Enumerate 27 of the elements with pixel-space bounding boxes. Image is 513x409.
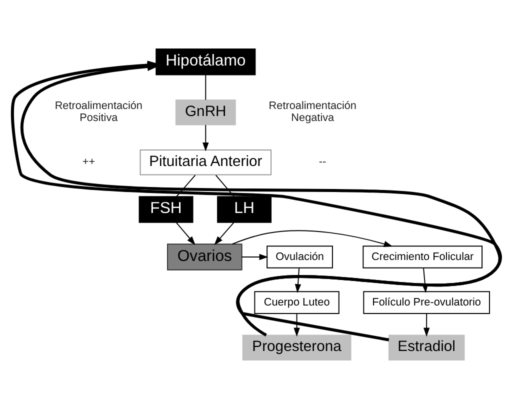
node-box: Ovulación bbox=[266, 246, 333, 268]
label: Retroalimentación Negativa bbox=[268, 100, 356, 124]
arrow bbox=[294, 268, 302, 294]
node-box: LH bbox=[217, 196, 272, 223]
node-box: Hipotálamo bbox=[156, 48, 256, 76]
connector bbox=[176, 174, 196, 198]
arrow bbox=[294, 313, 300, 337]
node-box: Ovarios bbox=[167, 244, 242, 270]
arrow bbox=[202, 124, 209, 152]
node-box: Estradiol bbox=[388, 334, 465, 361]
node-box: Folículo Pre-ovulatorio bbox=[363, 291, 490, 314]
arrow bbox=[232, 230, 393, 247]
node-box: FSH bbox=[138, 196, 194, 223]
connector bbox=[205, 74, 206, 100]
node-box: Progesterona bbox=[242, 334, 352, 361]
arrow bbox=[241, 254, 268, 260]
label: -- bbox=[318, 156, 326, 168]
label: ++ bbox=[82, 156, 96, 168]
label: Retroalimentación Positiva bbox=[54, 100, 142, 124]
node-box: Cuerpo Luteo bbox=[254, 291, 340, 314]
connector bbox=[215, 174, 235, 198]
node-box: Pituitaria Anterior bbox=[140, 150, 272, 176]
node-box: GnRH bbox=[175, 100, 236, 126]
arrow bbox=[176, 222, 196, 246]
arrow bbox=[423, 313, 430, 337]
node-box: Crecimiento Folicular bbox=[362, 246, 483, 268]
arrow bbox=[214, 222, 234, 246]
